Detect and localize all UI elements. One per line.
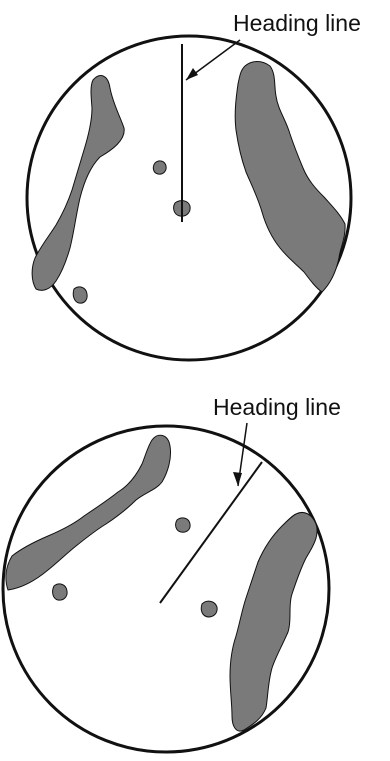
top-island-bottom — [72, 286, 88, 304]
top-heading-arrowhead — [186, 68, 198, 80]
bottom-island-right — [200, 600, 218, 618]
bottom-island-left — [52, 583, 68, 601]
top-left-landmass — [31, 75, 125, 291]
top-radar-diagram: Heading line — [25, 10, 361, 362]
bottom-island-top — [175, 517, 191, 533]
top-heading-label: Heading line — [233, 10, 361, 36]
bottom-heading-line — [159, 461, 263, 604]
bottom-heading-arrowhead — [233, 472, 242, 486]
top-island-small — [152, 160, 167, 175]
bottom-right-landmass — [229, 511, 318, 732]
bottom-heading-label: Heading line — [213, 394, 341, 420]
top-right-landmass — [234, 61, 346, 293]
bottom-left-landmass — [5, 434, 171, 591]
bottom-radar-diagram: Heading line — [1, 394, 341, 754]
